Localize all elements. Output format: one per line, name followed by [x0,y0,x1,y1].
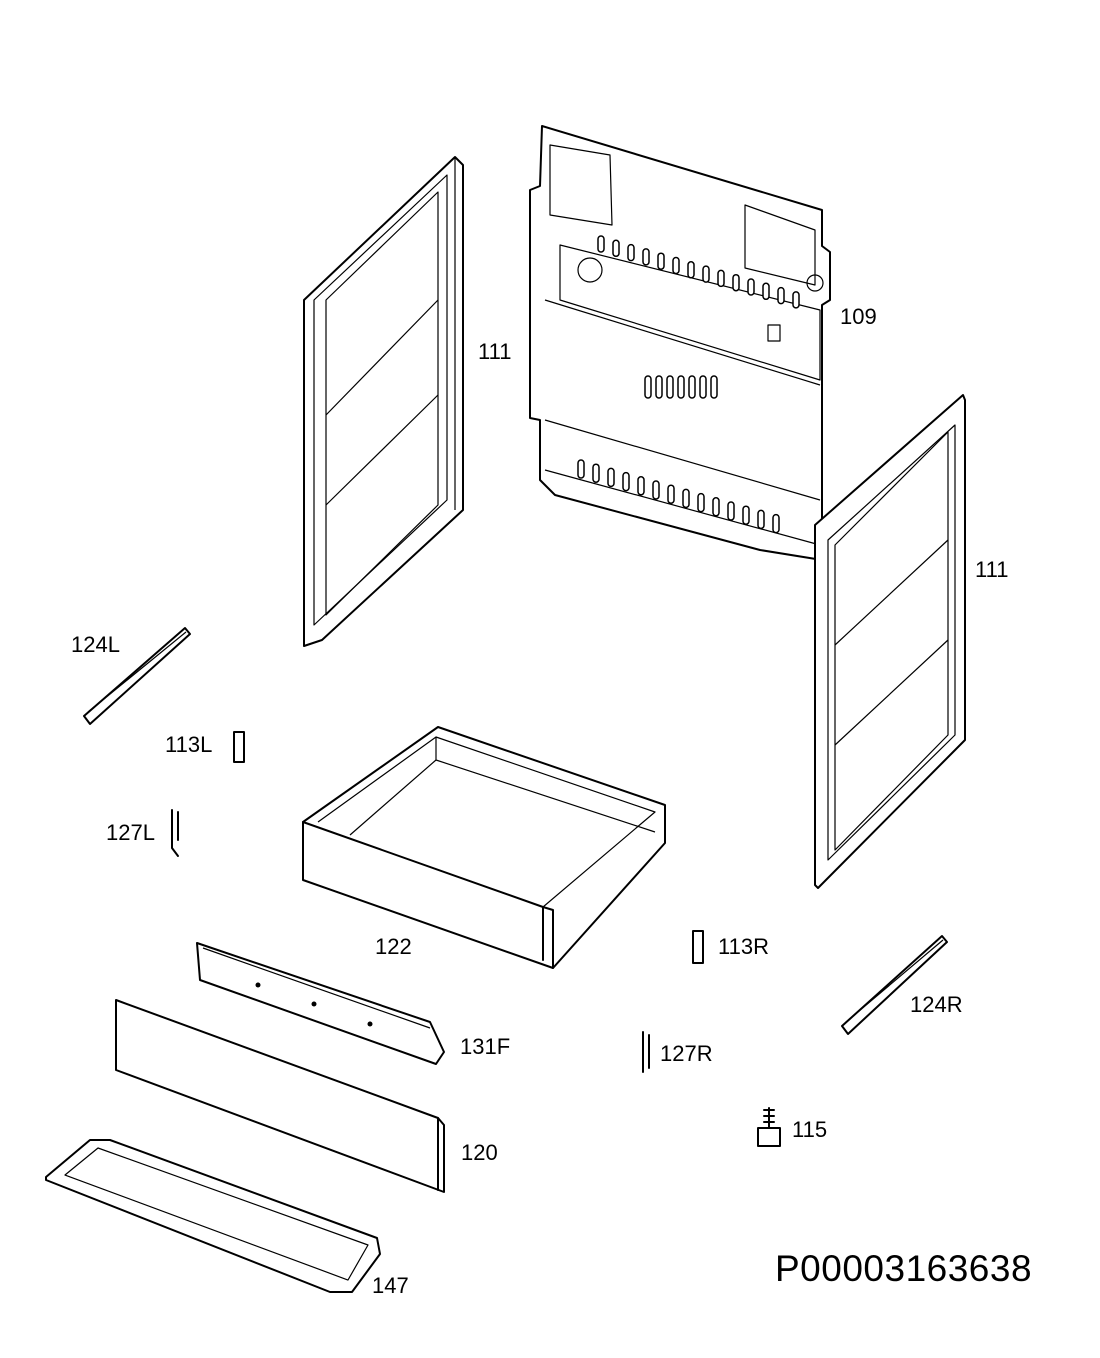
vent-slot [577,459,585,479]
label-127r: 127R [660,1041,713,1066]
label-111-right: 111 [975,557,1009,582]
drawer-support-drawing [196,942,445,1065]
vent-slot [677,375,685,399]
vent-slot [762,282,770,301]
vent-slot [642,248,650,266]
vent-slot [688,375,696,399]
vent-slot [655,375,663,399]
label-113r: 113R [718,934,769,959]
document-id: P00003163638 [775,1248,1033,1289]
label-124l: 124L [71,632,120,657]
vent-slot [697,492,705,513]
vent-slot [747,278,755,296]
vent-slot [612,239,620,258]
bracket-113l-drawing [233,731,245,763]
vent-slot [657,252,665,270]
left-side-panel-drawing [303,156,464,647]
label-111-left: 111 [478,339,512,364]
label-131f: 131F [460,1034,511,1059]
rail-right-drawing [841,935,948,1035]
leveling-foot-drawing [757,1107,781,1147]
vent-slot [702,265,710,283]
vent-slot [667,484,675,504]
vent-slot [792,291,800,309]
label-120: 120 [461,1140,498,1165]
vent-slot [607,467,615,488]
label-115: 115 [792,1117,828,1142]
vent-slot [637,476,645,496]
back-panel-drawing [529,125,831,561]
vent-slot [687,261,695,279]
vent-slot [652,480,660,500]
vent-slot [732,273,740,292]
bracket-113r-drawing [692,930,704,964]
label-147: 147 [372,1273,409,1298]
label-127l: 127L [106,820,155,845]
tray-drawing [45,1139,381,1293]
vent-slot [777,286,785,305]
vent-slot [627,243,635,262]
vent-slot [712,497,720,517]
vent-slot [717,269,725,288]
clip-127r-drawing [642,1031,650,1073]
drawer-drawing [302,726,666,969]
vent-slot [644,375,652,399]
label-124r: 124R [910,992,963,1017]
rail-left-drawing [83,627,191,725]
vent-slot [622,471,630,492]
vent-slot [682,488,690,509]
vent-slot [597,235,605,253]
label-122: 122 [375,934,412,959]
vent-slot [699,375,707,399]
clip-127l-drawing [171,809,179,857]
label-113l: 113L [165,732,213,757]
right-side-panel-drawing [814,394,966,889]
vent-slot [742,505,750,525]
label-109: 109 [840,304,877,329]
vent-slot [772,513,780,534]
vent-slot [757,509,765,530]
drawer-front-drawing [115,999,445,1193]
vent-slot [592,463,600,483]
vent-slot [710,375,718,399]
vent-slot [727,501,735,521]
vent-slot [672,256,680,275]
vent-slot [666,375,674,399]
